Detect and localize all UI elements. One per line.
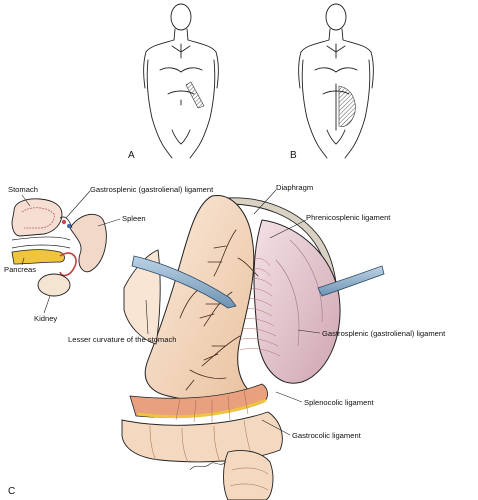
panel-label-c: C	[8, 486, 15, 497]
leader-lines	[21, 189, 321, 436]
stomach	[144, 195, 255, 403]
left-upper-quadrant-hatch	[338, 85, 356, 127]
label-lesser-curvature: Lesser curvature of the stomach	[68, 335, 176, 344]
label-pancreas: Pancreas	[4, 265, 36, 274]
torso-figure-a	[143, 3, 219, 159]
spleen	[253, 219, 341, 384]
main-illustration	[121, 195, 385, 500]
label-spleen: Spleen	[122, 214, 146, 223]
subcostal-incision	[185, 81, 205, 109]
descending-colon	[223, 450, 274, 500]
retractor-left	[131, 255, 237, 309]
label-gastrosplenic-top: Gastrosplenic (gastrolienal) ligament	[90, 185, 214, 194]
inset-spleen	[69, 213, 107, 273]
panel-label-a: A	[128, 150, 135, 161]
label-phrenicosplenic: Phrenicosplenic ligament	[306, 213, 391, 222]
retractor-right	[317, 265, 385, 297]
label-gastrocolic: Gastrocolic ligament	[292, 431, 362, 440]
cross-section-inset	[11, 198, 107, 297]
label-stomach: Stomach	[8, 185, 38, 194]
label-gastrosplenic-right: Gastrosplenic (gastrolienal) ligament	[322, 329, 446, 338]
gastric-vessels	[179, 229, 259, 391]
labels: Stomach Gastrosplenic (gastrolienal) lig…	[4, 183, 446, 440]
label-diaphragm: Diaphragm	[276, 183, 313, 192]
transverse-colon	[121, 411, 283, 463]
torso-figure-b	[298, 3, 374, 159]
label-splenocolic: Splenocolic ligament	[304, 398, 375, 407]
label-kidney: Kidney	[34, 314, 57, 323]
inset-kidney	[37, 273, 71, 297]
panel-label-b: B	[290, 150, 297, 161]
inset-stomach	[11, 198, 63, 237]
inset-pancreas	[11, 249, 65, 265]
